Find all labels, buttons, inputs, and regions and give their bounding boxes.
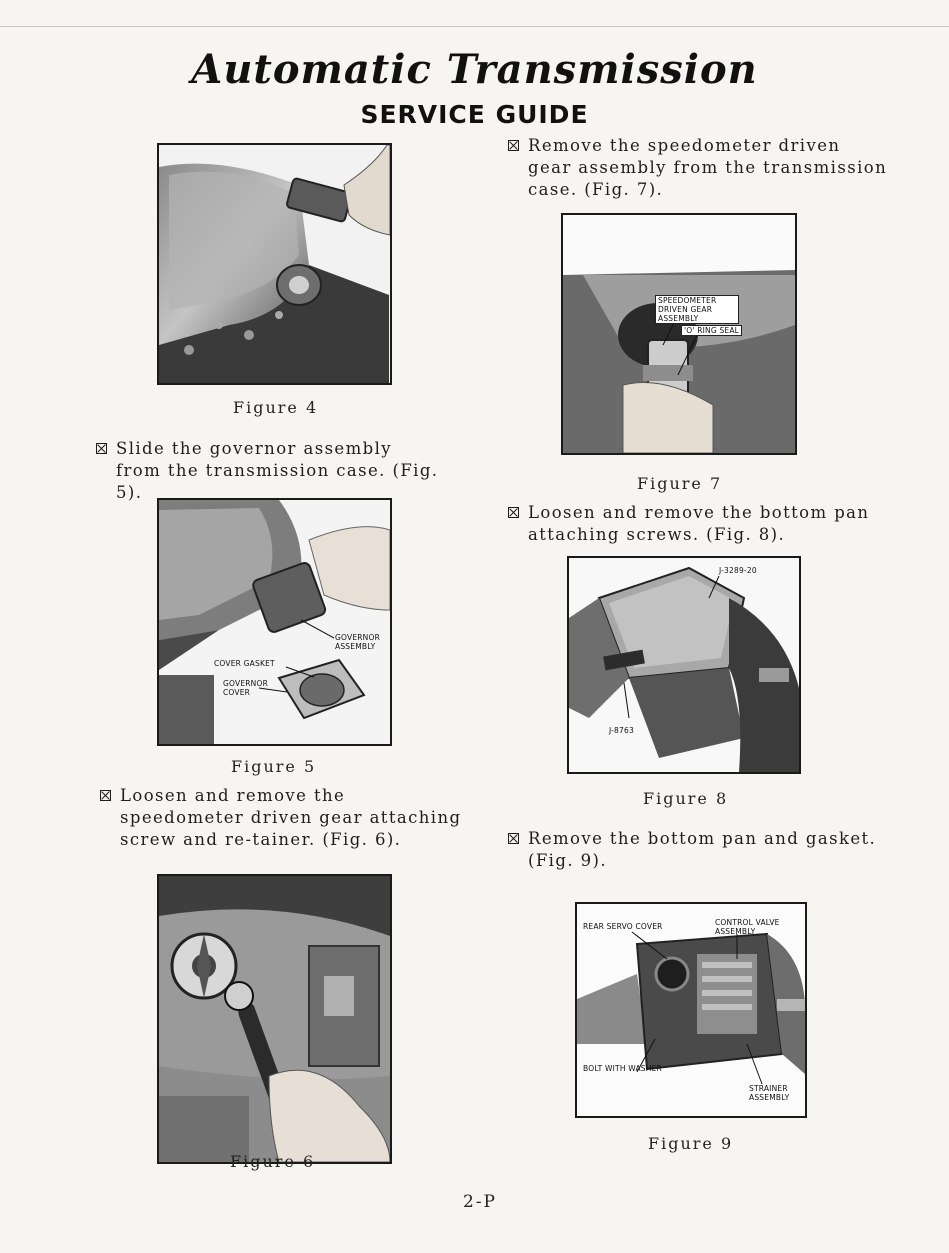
label-j-8763: J-8763 <box>609 726 634 735</box>
figure-6-photo <box>157 874 392 1164</box>
label-j-3289-20: J-3289-20 <box>719 566 757 575</box>
figure-7-caption: Figure 7 <box>637 474 723 493</box>
crossed-box-icon <box>508 507 519 518</box>
figure-5-photo: GOVERNOR ASSEMBLY COVER GASKET GOVERNOR … <box>157 498 392 746</box>
crossed-box-icon <box>100 790 111 801</box>
step-loosen-pan-screws: Loosen and remove the bottom pan attachi… <box>508 502 888 546</box>
page-title: Automatic Transmission <box>191 46 758 93</box>
label-bolt-with-washer: BOLT WITH WASHER <box>583 1064 662 1073</box>
label-speedometer-driven-gear: SPEEDOMETER DRIVEN GEAR ASSEMBLY <box>655 295 739 324</box>
label-control-valve-assembly: CONTROL VALVE ASSEMBLY <box>715 918 780 936</box>
label-o-ring-seal: 'O' RING SEAL <box>681 325 743 336</box>
label-cover-gasket: COVER GASKET <box>214 659 275 668</box>
crossed-box-icon <box>508 833 519 844</box>
figure-7-photo: SPEEDOMETER DRIVEN GEAR ASSEMBLY 'O' RIN… <box>561 213 797 455</box>
label-governor-assembly: GOVERNOR ASSEMBLY <box>335 633 380 651</box>
step-loosen-speedometer-screw: Loosen and remove the speedometer driven… <box>100 785 465 851</box>
figure-8-caption: Figure 8 <box>643 789 729 808</box>
figure-9-photo: REAR SERVO COVER CONTROL VALVE ASSEMBLY … <box>575 902 807 1118</box>
label-strainer-assembly: STRAINER ASSEMBLY <box>749 1084 790 1102</box>
crossed-box-icon <box>508 140 519 151</box>
page-number: 2-P <box>463 1192 497 1212</box>
label-rear-servo-cover: REAR SERVO COVER <box>583 922 663 931</box>
step-remove-pan-gasket: Remove the bottom pan and gasket. (Fig. … <box>508 828 888 872</box>
page-subtitle: SERVICE GUIDE <box>360 100 589 129</box>
scan-edge-line <box>0 26 949 27</box>
crossed-box-icon <box>96 443 107 454</box>
figure-4-caption: Figure 4 <box>233 398 319 417</box>
figure-8-photo: J-3289-20 J-8763 <box>567 556 801 774</box>
step-remove-speedometer-gear: Remove the speedometer driven gear assem… <box>508 135 888 201</box>
figure-4-photo <box>157 143 392 385</box>
step-slide-governor: Slide the governor assembly from the tra… <box>96 438 441 504</box>
figure-5-caption: Figure 5 <box>231 757 317 776</box>
figure-6-caption: Figure 6 <box>230 1152 316 1171</box>
label-governor-cover: GOVERNOR COVER <box>223 679 268 697</box>
figure-9-caption: Figure 9 <box>648 1134 734 1153</box>
